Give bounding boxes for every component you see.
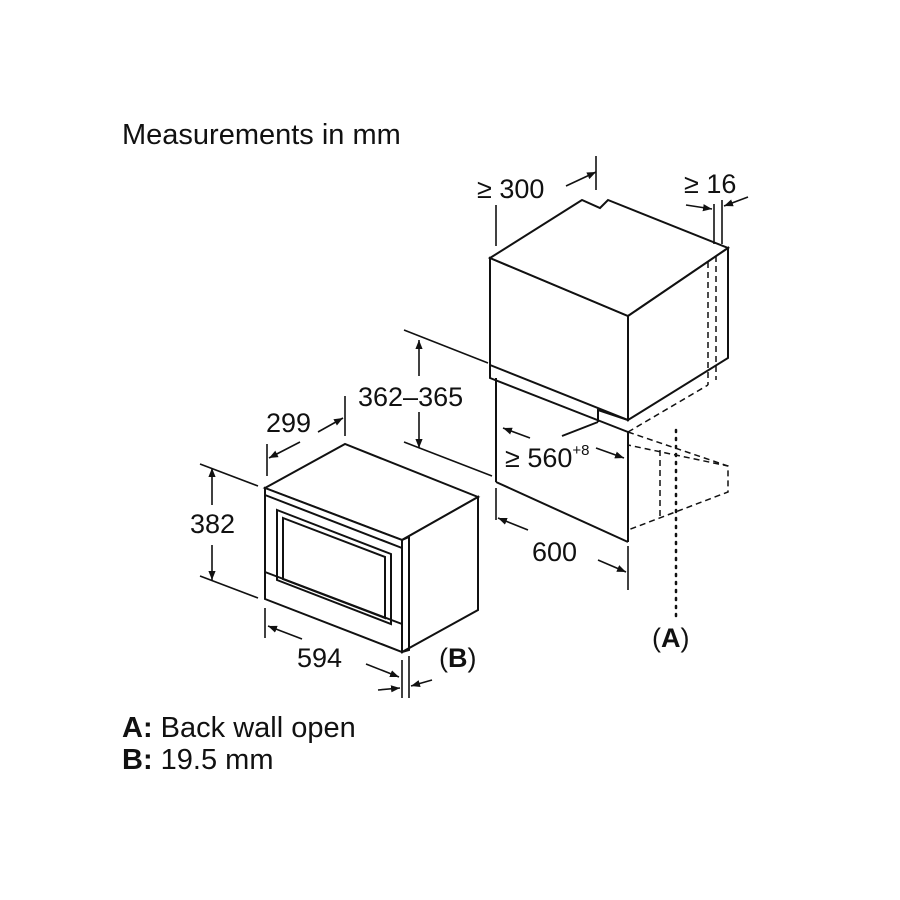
dim-rear-gap-min: ≥ 16: [684, 169, 737, 199]
page-title: Measurements in mm: [122, 119, 401, 151]
dim-wall-depth-min: ≥ 300: [477, 174, 545, 204]
dim-niche-width-tolerance: +8: [572, 442, 590, 459]
dim-appliance-height: 382: [190, 509, 236, 539]
dim-appliance-depth: 299: [266, 408, 312, 438]
dim-niche-height: 362–365: [358, 382, 464, 412]
dim-niche-width-value: ≥ 560: [505, 443, 573, 473]
marker-a-text: (A): [652, 623, 690, 653]
hidden-edges: [627, 256, 729, 531]
dim-niche-width-min: ≥ 560+8: [505, 443, 589, 472]
marker-b-text: (B): [439, 643, 477, 673]
wall-cabinet: [487, 198, 731, 543]
cabinet-side-face: [627, 246, 729, 422]
niche-inner-step: [561, 421, 599, 437]
appliance-door-window: [276, 508, 392, 626]
dim-appliance-width: 594: [297, 643, 343, 673]
appliance-control-strip: [264, 571, 403, 625]
niche-floor: [495, 481, 629, 543]
legend-item-b: B: 19.5 mm: [122, 746, 274, 775]
dim-niche-depth: 600: [532, 537, 578, 567]
legend-key-b: B:: [122, 744, 153, 776]
legend-item-a: A: Back wall open: [122, 714, 356, 743]
appliance: [262, 442, 481, 654]
legend-key-a: A:: [122, 712, 153, 744]
marker-a-label: (A): [652, 625, 690, 652]
legend-text-b: 19.5 mm: [160, 744, 274, 776]
niche-inner-back: [597, 408, 629, 422]
legend-text-a: Back wall open: [160, 712, 356, 744]
dimension-lines: [199, 156, 749, 698]
appliance-door-edge: [264, 488, 410, 653]
marker-b-label: (B): [439, 645, 477, 672]
cabinet-shelf-bottom: [489, 365, 629, 433]
